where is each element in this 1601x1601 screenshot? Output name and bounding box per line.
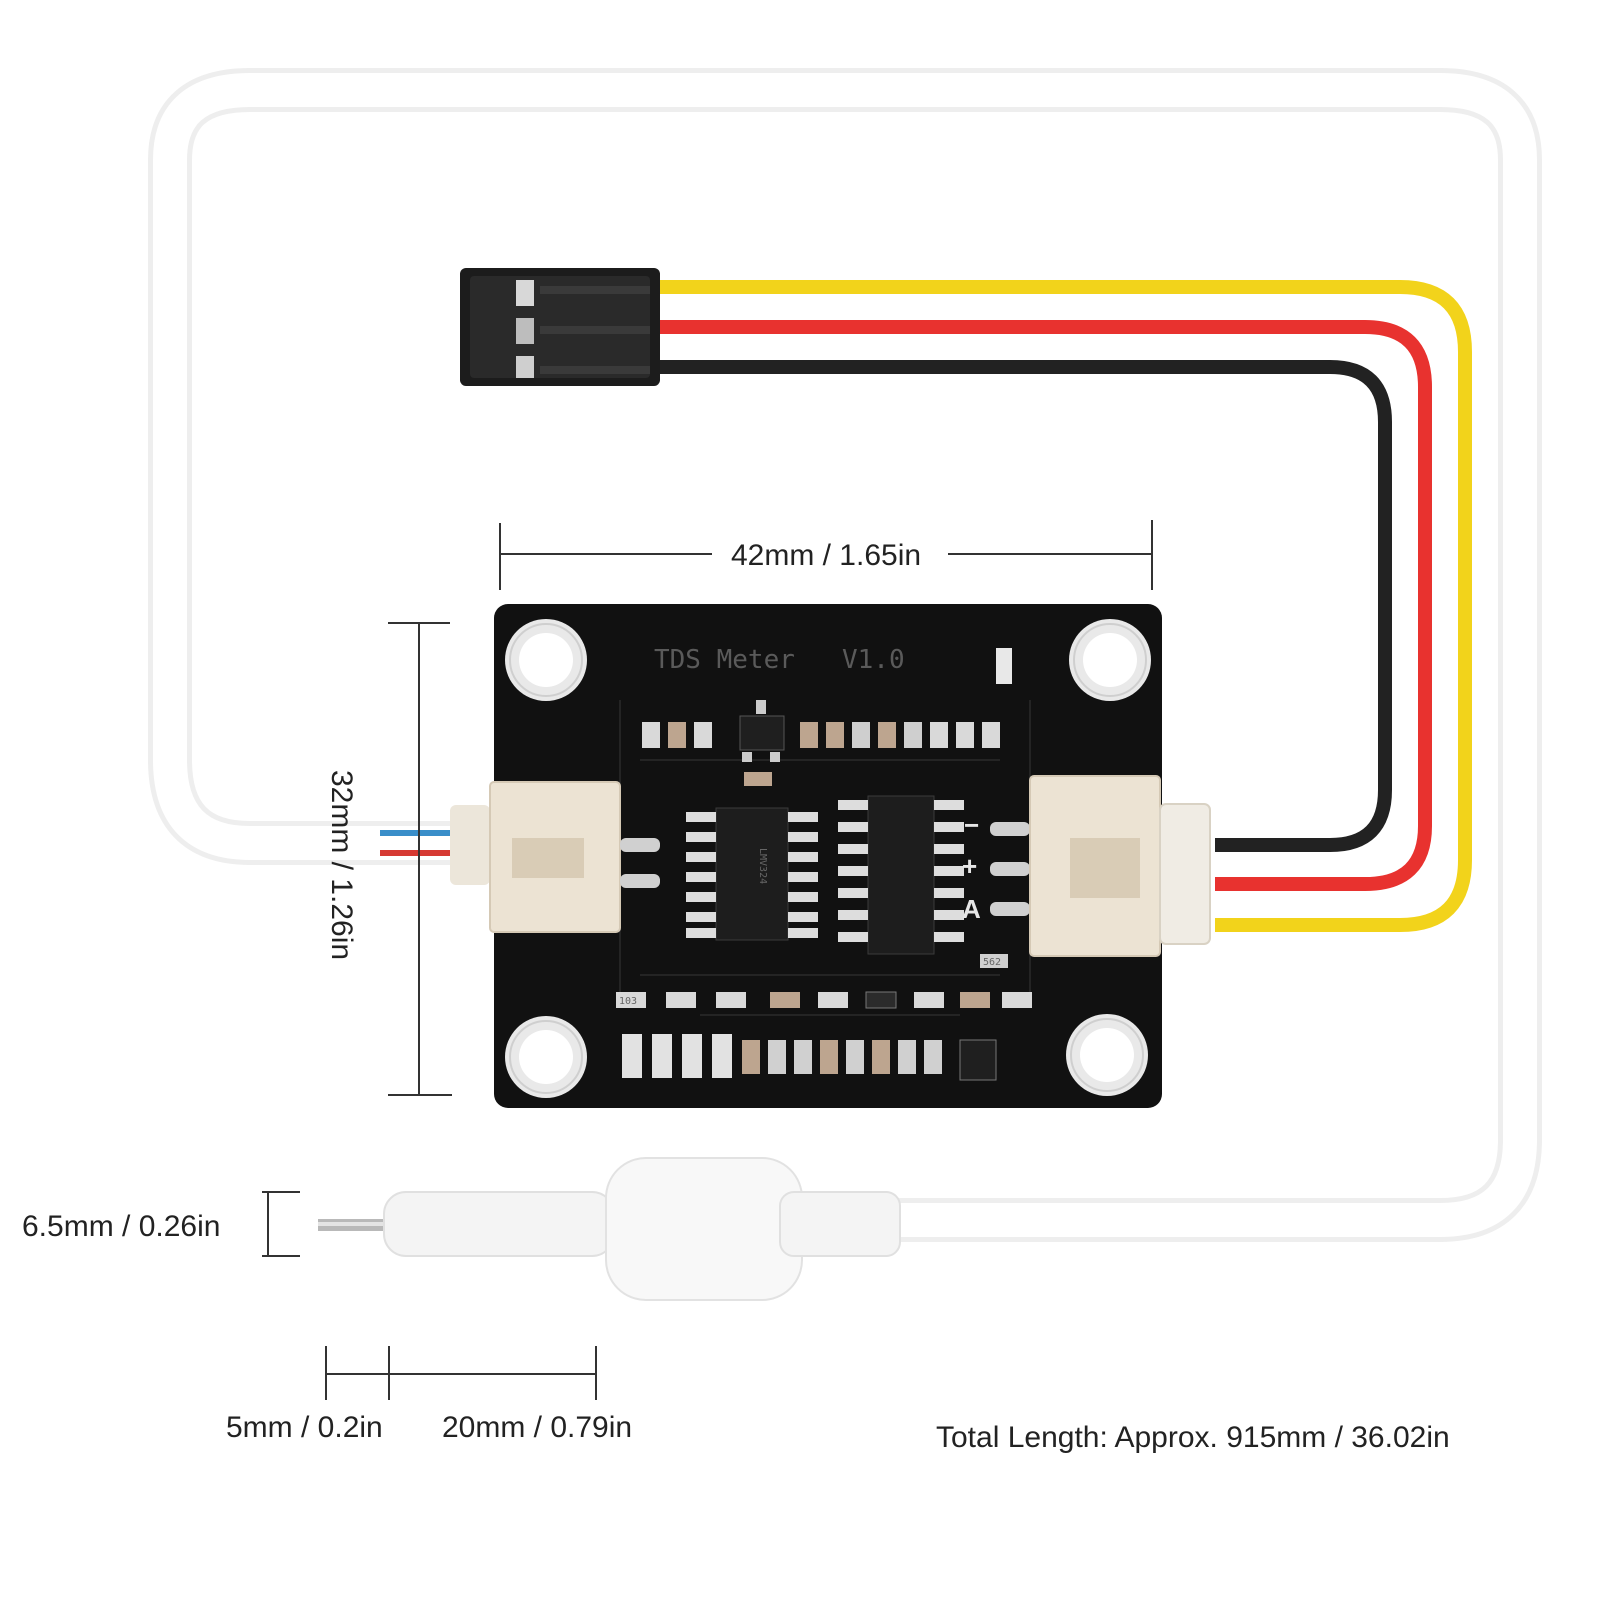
pcb-label-name: TDS Meter: [654, 645, 795, 675]
dim-probe-length: [325, 1346, 597, 1400]
mounting-hole: [1066, 1014, 1148, 1096]
svg-text:103: 103: [619, 996, 637, 1007]
probe-diameter-label: 6.5mm / 0.26in: [22, 1210, 220, 1243]
smd-row-top: [642, 700, 1000, 786]
dupont-connector: [460, 268, 660, 386]
status-led: [996, 648, 1012, 684]
probe-jst-connector: [450, 781, 660, 933]
pin-label-analog: A: [962, 894, 981, 924]
board-width-label: 42mm / 1.65in: [731, 539, 921, 572]
signal-jst-connector: [990, 775, 1211, 957]
wire-red: [658, 320, 1432, 891]
wire-black: [658, 360, 1392, 852]
mounting-hole: [505, 1016, 587, 1098]
smd-row-middle: 103: [616, 991, 1032, 1009]
dim-board-height: [388, 622, 452, 1096]
svg-text:LMV324: LMV324: [757, 848, 768, 884]
smd-row-bottom: [622, 1034, 997, 1081]
wire-yellow: [658, 280, 1472, 932]
board-height-label: 32mm / 1.26in: [325, 770, 358, 960]
adc-chip: [838, 795, 964, 955]
dim-probe-diameter: [262, 1191, 300, 1257]
tds-probe: [318, 1157, 901, 1301]
probe-tip-length-label: 5mm / 0.2in: [226, 1411, 383, 1444]
op-amp-chip: LMV324: [686, 807, 818, 941]
mounting-hole: [1069, 619, 1151, 701]
probe-body-length-label: 20mm / 0.79in: [442, 1411, 632, 1444]
pcb-label-version: V1.0: [842, 645, 905, 675]
tds-pcb-board: TDS Meter V1.0: [494, 604, 1162, 1108]
pin-label-minus: −: [964, 810, 979, 840]
mounting-hole: [505, 619, 587, 701]
dim-board-width: [499, 520, 1153, 590]
total-length-label: Total Length: Approx. 915mm / 36.02in: [936, 1421, 1450, 1454]
probe-wire-blue: [380, 830, 450, 836]
probe-wire-red: [380, 850, 450, 856]
svg-text:562: 562: [983, 957, 1001, 968]
pin-label-plus: +: [962, 851, 977, 881]
